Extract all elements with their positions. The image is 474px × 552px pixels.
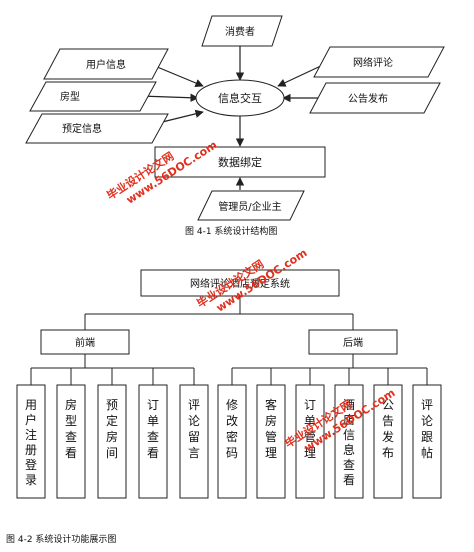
node-announcement-label: 公告发布 (348, 92, 388, 105)
node-user-info-label: 用户信息 (86, 58, 126, 71)
caption-figure-4-2: 图 4-2 系统设计功能展示图 (6, 533, 116, 545)
node-consumer: 消费者 (201, 15, 283, 47)
frontend-item-4: 订单查看 (138, 384, 168, 499)
tree-connectors (30, 296, 428, 385)
frontend-item-3-label: 预定房间 (106, 398, 118, 460)
backend-item-5: 公告发布 (373, 384, 403, 499)
node-consumer-label: 消费者 (225, 25, 255, 38)
edge-userinfo-interaction (149, 63, 204, 87)
function-diagram: 网络评论酒店预定系统 前端 后端 用户注册登录房型查看预定房间订单查看评论留言 … (6, 269, 442, 545)
backend-item-5-label: 公告发布 (382, 398, 394, 460)
frontend-item-1-label: 用户注册登录 (25, 398, 37, 487)
backend-items: 修改密码 客房管理 订单管理 酒店信息查看 公告发布 评论跟帖 (217, 384, 442, 499)
frontend-item-3: 预定房间 (97, 384, 127, 499)
node-booking-info: 预定信息 (25, 113, 169, 144)
frontend-item-2: 房型查看 (56, 384, 86, 499)
frontend-items: 用户注册登录 房型查看 预定房间 订单查看 评论留言 (16, 384, 209, 499)
root-node-label: 网络评论酒店预定系统 (190, 277, 290, 290)
caption-figure-4-1: 图 4-1 系统设计结构图 (185, 225, 277, 237)
backend-node-label: 后端 (343, 336, 363, 349)
frontend-node-label: 前端 (75, 336, 95, 349)
node-admin: 管理员/企业主 (197, 190, 305, 221)
frontend-item-5: 评论留言 (179, 384, 209, 499)
frontend-item-4-label: 订单查看 (147, 398, 159, 460)
backend-item-6: 评论跟帖 (412, 384, 442, 499)
backend-item-4-label: 酒店信息查看 (343, 398, 355, 487)
root-node: 网络评论酒店预定系统 (140, 269, 340, 297)
frontend-item-2-label: 房型查看 (65, 397, 77, 460)
node-room-type: 房型 (29, 81, 157, 112)
node-admin-label: 管理员/企业主 (218, 200, 281, 213)
node-interaction: 信息交互 (195, 79, 285, 117)
backend-node: 后端 (308, 329, 398, 355)
backend-item-6-label: 评论跟帖 (421, 398, 433, 460)
backend-item-3-label: 订单管理 (304, 398, 316, 460)
backend-item-2-label: 客房管理 (265, 397, 277, 460)
frontend-node: 前端 (40, 329, 130, 355)
node-user-info: 用户信息 (43, 48, 169, 80)
backend-item-1-label: 修改密码 (226, 397, 238, 460)
edge-review-interaction (277, 63, 326, 87)
backend-item-2: 客房管理 (256, 384, 286, 499)
frontend-item-1: 用户注册登录 (16, 384, 46, 499)
backend-item-1: 修改密码 (217, 384, 247, 499)
node-booking-info-label: 预定信息 (62, 122, 102, 135)
node-network-review-label: 网络评论 (353, 56, 393, 69)
structure-diagram: 消费者 用户信息 房型 预定信息 网络评论 公告发布 管理员/企业主 (25, 15, 445, 237)
edge-roomtype-interaction (139, 93, 199, 102)
node-network-review: 网络评论 (313, 46, 445, 78)
node-room-type-label: 房型 (60, 90, 80, 103)
backend-item-3: 订单管理 (295, 384, 325, 499)
node-data-binding: 数据绑定 (154, 146, 326, 178)
node-interaction-label: 信息交互 (218, 91, 262, 105)
backend-item-4: 酒店信息查看 (334, 384, 364, 499)
node-data-binding-label: 数据绑定 (218, 155, 262, 169)
frontend-item-5-label: 评论留言 (188, 398, 200, 460)
node-announcement: 公告发布 (309, 82, 441, 114)
